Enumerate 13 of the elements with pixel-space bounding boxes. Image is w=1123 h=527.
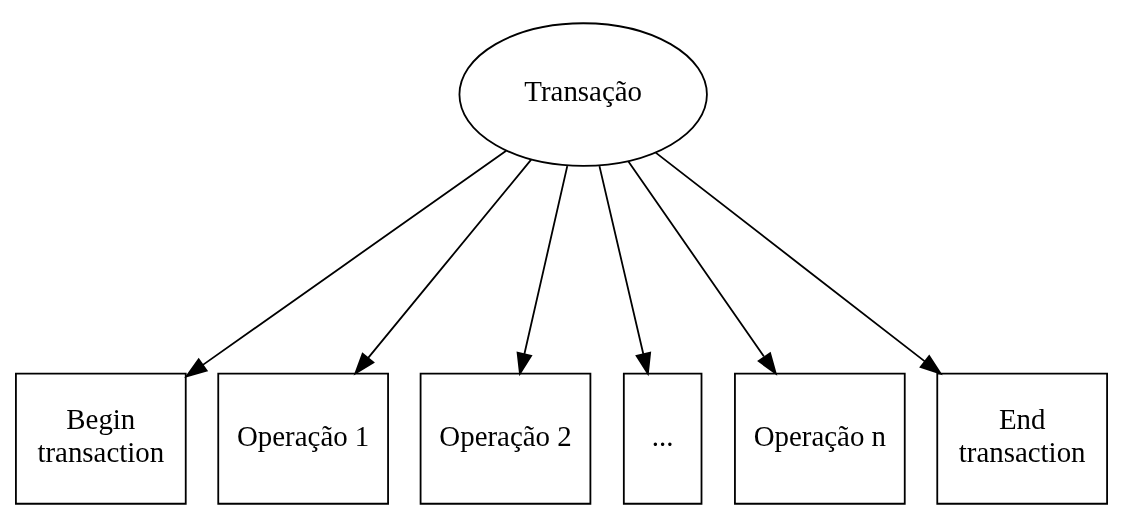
node-box: End transaction — [936, 372, 1108, 505]
arrow — [353, 158, 533, 376]
arrow — [654, 151, 943, 376]
node-box: Operação 1 — [217, 372, 389, 505]
node-box: Operação 2 — [419, 372, 592, 505]
arrow — [184, 149, 508, 379]
node-box: Begin transaction — [15, 372, 187, 505]
arrow — [627, 160, 778, 376]
node-ellipse: Transação — [458, 22, 708, 167]
arrow — [516, 165, 569, 377]
node-box: ... — [622, 372, 703, 505]
arrow — [598, 165, 652, 377]
node-box: Operação n — [734, 372, 906, 505]
